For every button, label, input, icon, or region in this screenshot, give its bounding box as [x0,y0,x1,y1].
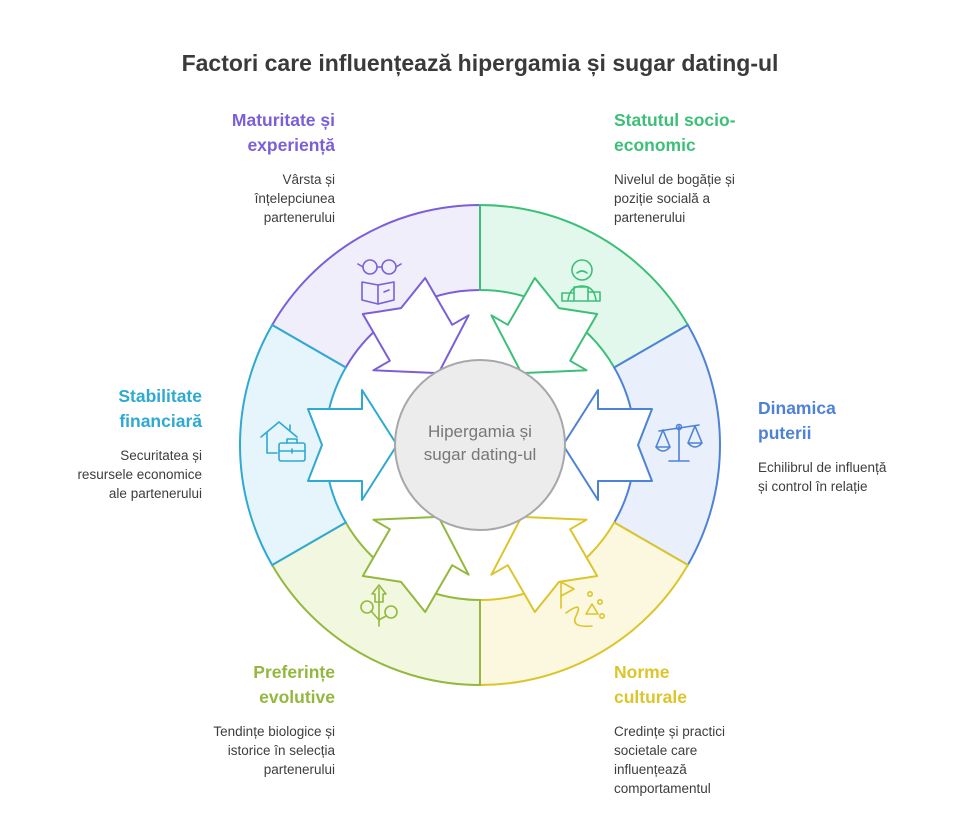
flag-path-icon [560,581,605,628]
center-label-line-2: sugar dating-ul [423,445,537,464]
house-briefcase-icon [260,421,306,462]
factor-description-line: poziție socială a [614,191,711,206]
factor-description-line: influențează [614,762,687,777]
center-label: Hipergamia și sugar dating-ul [400,420,560,466]
factor-description: Echilibrul de influență și control în re… [758,458,938,496]
factor-title-line: Stabilitate [118,386,202,406]
factor-icons [260,259,703,628]
inward-arrows [307,277,653,613]
factor-description-line: Echilibrul de influență [758,460,887,475]
arrow-maturity [361,277,470,375]
arrow-norms [490,515,599,613]
factor-title-line: puterii [758,423,812,443]
balance-scale-icon [655,423,703,462]
factor-title-line: Norme [614,662,670,682]
factor-description-line: Credințe și practici [614,724,726,739]
factor-norms: Norme culturale Credințe și practici soc… [614,660,814,798]
factor-title-line: experiență [247,135,335,155]
center-circle [394,359,566,531]
factor-title-line: evolutive [259,687,335,707]
arrow-status [490,277,599,375]
factor-title-line: Statutul socio- [614,110,736,130]
diagram-title: Factori care influențează hipergamia și … [181,50,779,76]
factor-maturity: Maturitate și experiență Vârsta și înțel… [135,108,335,227]
factor-description: Securitatea și resursele economice ale p… [2,446,202,503]
arrow-power [562,389,653,501]
factor-description-line: Securitatea și [120,448,202,463]
factor-description-line: istorice în selecția [227,743,335,758]
factor-description: Nivelul de bogăție și poziție socială a … [614,170,814,227]
factor-title-line: economic [614,135,696,155]
factor-title: Stabilitate financiară [2,384,202,434]
factor-description: Credințe și practici societale care infl… [614,722,814,798]
factor-title: Statutul socio- economic [614,108,814,158]
factor-title: Norme culturale [614,660,814,710]
factor-description-line: societale care [614,743,698,758]
factor-description-line: partenerului [614,210,686,225]
factor-description-line: ale partenerului [108,486,202,501]
factor-description-line: Nivelul de bogăție și [614,172,735,187]
person-podium-icon [561,259,601,302]
factor-description-line: resursele economice [77,467,202,482]
factor-description-line: comportamentul [614,781,711,796]
branching-arrow-icon [360,584,398,627]
arrow-evolution [361,515,470,613]
factor-title-line: Preferințe [253,662,335,682]
center-label-line-1: Hipergamia și [428,422,532,441]
factor-description-line: Vârsta și [282,172,335,187]
factor-title-line: Maturitate și [231,110,335,130]
factor-description-line: partenerului [263,762,335,777]
factor-description: Tendințe biologice și istorice în selecț… [135,722,335,779]
factor-description-line: înțelepciunea [254,191,335,206]
factor-power: Dinamica puterii Echilibrul de influență… [758,396,938,496]
factor-description-line: partenerului [263,210,335,225]
factor-title-line: financiară [119,411,202,431]
factor-description-line: și control în relație [758,479,868,494]
factor-status: Statutul socio- economic Nivelul de bogă… [614,108,814,227]
glasses-book-icon [357,259,402,305]
factor-description: Vârsta și înțelepciunea partenerului [135,170,335,227]
factor-title: Maturitate și experiență [135,108,335,158]
factor-title: Preferințe evolutive [135,660,335,710]
arrow-finance [307,389,398,501]
factor-finance: Stabilitate financiară Securitatea și re… [2,384,202,503]
factor-evolution: Preferințe evolutive Tendințe biologice … [135,660,335,779]
factor-description-line: Tendințe biologice și [213,724,335,739]
factor-title-line: culturale [614,687,687,707]
factor-title: Dinamica puterii [758,396,938,446]
factor-title-line: Dinamica [758,398,836,418]
